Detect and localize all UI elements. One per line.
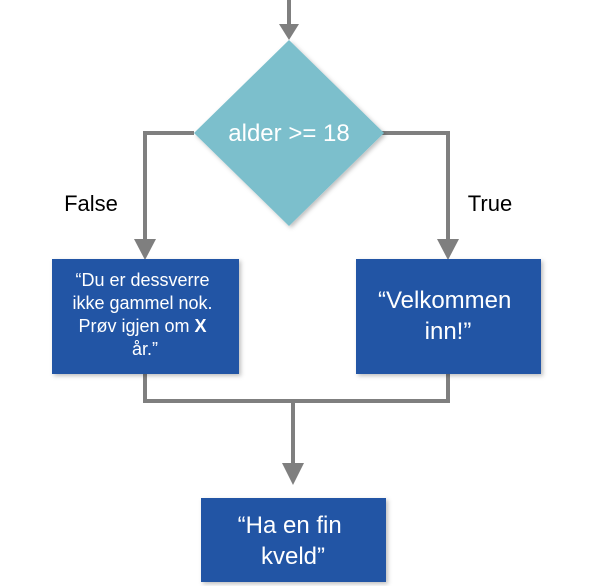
end-box-line-2: kveld” bbox=[261, 543, 325, 570]
true-merge-connector bbox=[293, 374, 450, 403]
false-box-rect bbox=[52, 259, 239, 374]
decision-node: alder >= 18 bbox=[194, 40, 384, 226]
true-box-rect bbox=[356, 259, 541, 374]
end-arrowhead bbox=[282, 463, 304, 485]
decision-diamond bbox=[194, 40, 384, 226]
false-branch-connector bbox=[143, 131, 194, 245]
true-process-box: “Velkommen inn!” bbox=[356, 259, 541, 374]
arrowheads bbox=[134, 24, 459, 485]
false-box-text: “Du er dessverre ikke gammel nok. Prøv i… bbox=[72, 270, 217, 359]
end-process-box: “Ha en fin kveld” bbox=[201, 498, 386, 582]
true-arrowhead bbox=[437, 239, 459, 260]
false-merge-connector bbox=[143, 374, 293, 403]
true-branch-label: True bbox=[468, 191, 512, 216]
end-box-line-1: “Ha en fin bbox=[238, 512, 342, 539]
true-box-line-2: inn!” bbox=[425, 318, 472, 345]
true-box-text: “Velkommen inn!” bbox=[378, 287, 518, 345]
false-box-line-3-bold: X bbox=[195, 316, 207, 336]
entry-arrowhead bbox=[279, 24, 299, 40]
end-box-rect bbox=[201, 498, 386, 582]
end-box-text: “Ha en fin kveld” bbox=[238, 512, 349, 570]
decision-label: alder >= 18 bbox=[228, 120, 349, 147]
true-branch-connector bbox=[380, 131, 450, 245]
false-box-line-1: “Du er dessverre bbox=[75, 270, 209, 290]
false-box-line-4: år.” bbox=[132, 339, 158, 359]
false-box-line-3: Prøv igjen om bbox=[78, 316, 194, 336]
true-box-line-1: “Velkommen bbox=[378, 287, 511, 314]
false-process-box: “Du er dessverre ikke gammel nok. Prøv i… bbox=[52, 259, 239, 374]
false-box-line-2: ikke gammel nok. bbox=[72, 293, 212, 313]
false-branch-label: False bbox=[64, 191, 118, 216]
false-arrowhead bbox=[134, 239, 156, 260]
connectors bbox=[143, 0, 450, 468]
